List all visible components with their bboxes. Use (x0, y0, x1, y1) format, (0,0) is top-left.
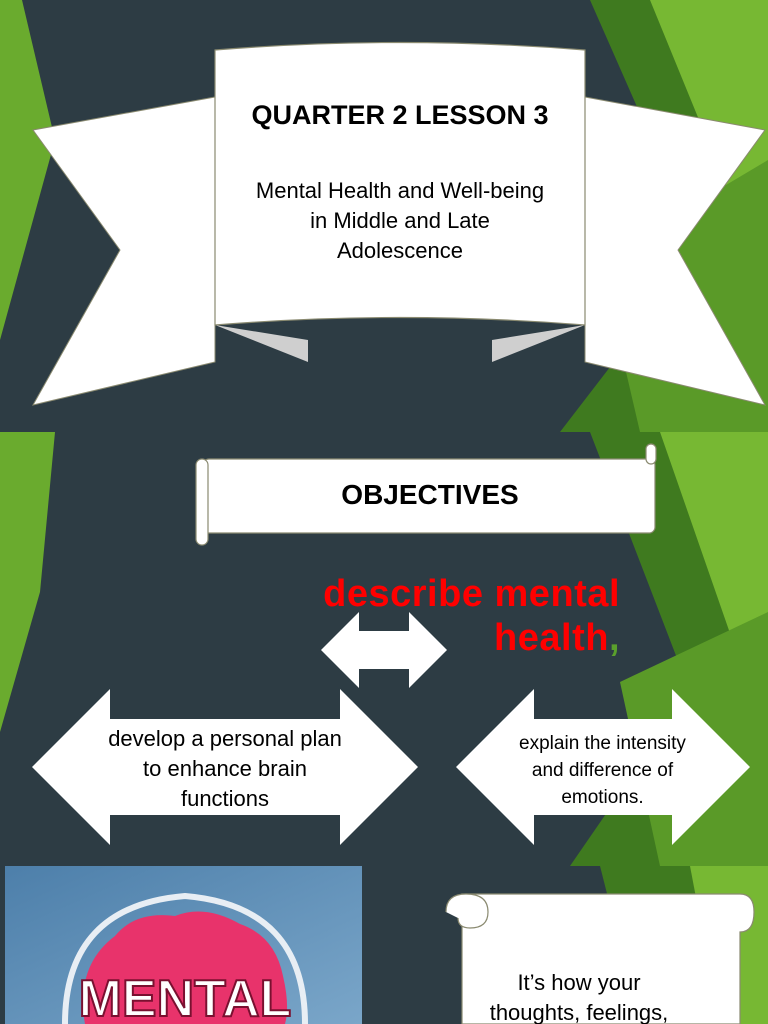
subtitle-line: Adolescence (337, 238, 463, 263)
objective-line: functions (180, 786, 270, 811)
left-green-facet (0, 432, 55, 732)
definition-line: It’s how your (517, 970, 641, 995)
double-arrow-small (321, 612, 447, 688)
slide-background (0, 432, 768, 866)
lesson-title: QUARTER 2 LESSON 3 (251, 100, 549, 130)
objective-comma: , (608, 617, 620, 659)
image-arc (62, 892, 308, 1024)
scroll-left-roll (195, 458, 209, 546)
objective-line: to enhance brain (143, 756, 307, 781)
definition-text: It’s how your thoughts, feelings, (448, 968, 710, 1024)
image-text: MENTAL (79, 970, 292, 1024)
objectives-heading: OBJECTIVES (341, 479, 519, 510)
subtitle-line: Mental Health and Well-being (255, 178, 545, 203)
slide-background (0, 0, 768, 432)
objective-line: emotions. (561, 787, 644, 808)
definition-slide: MENTAL It’s how your thoughts, feelings, (0, 866, 768, 1024)
lesson-subtitle: Mental Health and Well-being in Middle a… (215, 176, 585, 266)
objective-line: explain the intensity (519, 733, 686, 754)
objective-line: describe mental (323, 573, 620, 615)
banner-right-fold (492, 325, 585, 362)
double-arrow-right (456, 689, 750, 845)
objectives-slide: OBJECTIVES describe mental health, devel… (0, 432, 768, 866)
banner-center (214, 41, 586, 326)
objective-line: health, (280, 616, 620, 660)
scroll-right-roll (645, 443, 657, 465)
left-green-facet (0, 0, 55, 340)
objective-explain: explain the intensity and difference of … (500, 730, 705, 811)
objective-word: health (494, 617, 609, 659)
image-brain-shape (83, 911, 288, 1024)
mental-health-image: MENTAL (5, 866, 362, 1024)
objective-line: and difference of (531, 760, 674, 781)
double-arrow-left (32, 689, 418, 845)
objective-describe: describe mental health, (280, 572, 620, 660)
definition-line: thoughts, feelings, (489, 1000, 669, 1024)
objective-develop: develop a personal plan to enhance brain… (80, 724, 370, 814)
title-slide: QUARTER 2 LESSON 3 Mental Health and Wel… (0, 0, 768, 432)
subtitle-line: in Middle and Late (310, 208, 490, 233)
objective-line: develop a personal plan (108, 726, 342, 751)
banner-left-fold (215, 325, 308, 362)
